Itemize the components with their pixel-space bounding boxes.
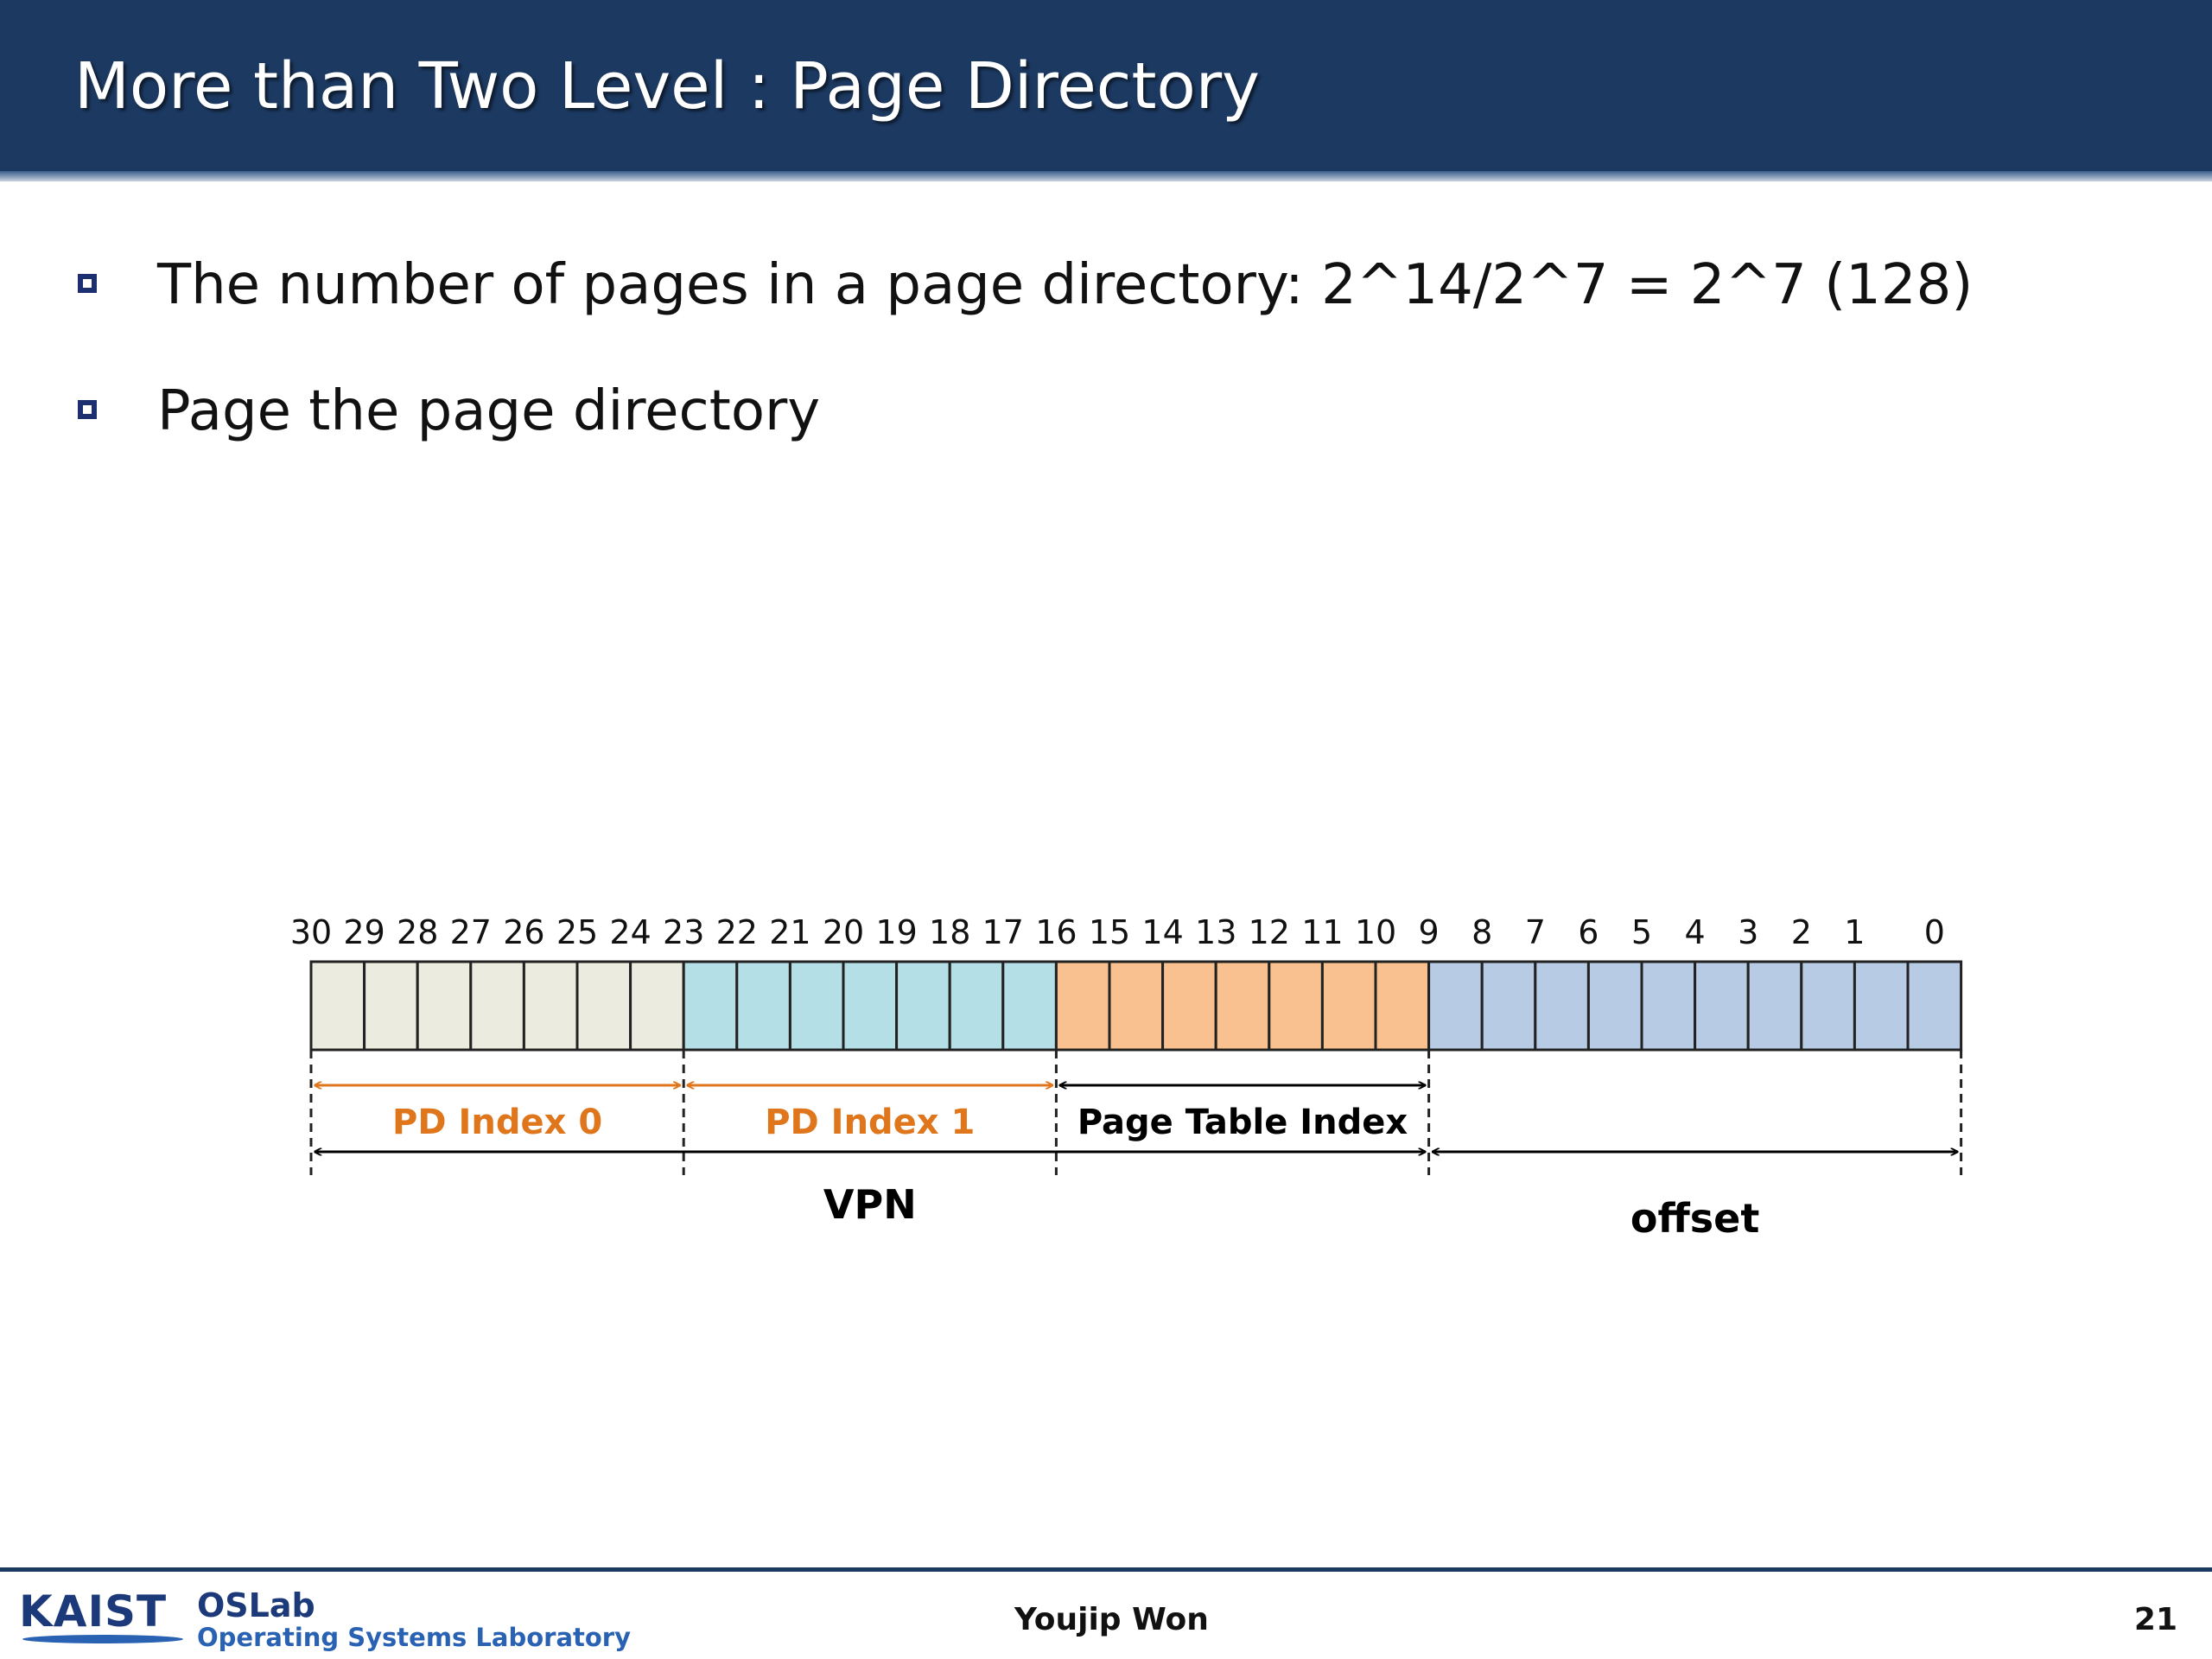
bit-cell [363,960,419,1052]
offset-label: offset [1630,1195,1759,1242]
bit-cell [1746,960,1803,1052]
bullet-text: The number of pages in a page directory:… [157,253,1974,317]
footer-divider [0,1567,2212,1572]
bit-number-label: 30 [290,913,332,951]
slide-title: More than Two Level : Page Directory [74,49,1260,124]
bit-number-label: 28 [397,913,438,951]
bit-cell [682,960,739,1052]
bit-number-label: 19 [875,913,917,951]
bit-cell [629,960,685,1052]
oslab-subtitle: Operating Systems Laboratory [197,1623,632,1652]
page-number: 21 [2133,1602,2177,1637]
bit-cell [1054,960,1111,1052]
bit-number-label: 23 [663,913,704,951]
bit-cell [1374,960,1431,1052]
bit-cell [1214,960,1271,1052]
bit-cell [1001,960,1058,1052]
bit-number-label: 1 [1844,913,1865,951]
square-bullet-icon [78,400,97,419]
bit-cell [788,960,845,1052]
author-name: Youjip Won [1014,1602,1209,1637]
bit-cell [1268,960,1324,1052]
bit-number-label: 14 [1141,913,1183,951]
bit-number-label: 0 [1924,913,1945,951]
bit-cell [842,960,899,1052]
bit-number-label: 20 [823,913,864,951]
bit-number-label: 10 [1355,913,1396,951]
bit-number-label: 3 [1738,913,1758,951]
bit-number-label: 9 [1419,913,1440,951]
bit-cell [1800,960,1856,1052]
bit-cell [1534,960,1590,1052]
oslab-logo: OSLab [197,1586,315,1624]
bit-number-label: 21 [769,913,810,951]
bit-cell [948,960,1005,1052]
bit-number-label: 17 [982,913,1024,951]
bullet-text: Page the page directory [157,379,821,443]
bit-cell [1108,960,1165,1052]
segment-label: PD Index 0 [392,1103,602,1142]
bit-cell [1640,960,1697,1052]
bit-cell [735,960,791,1052]
kaist-logo-swoosh [22,1635,183,1643]
bit-number-label: 5 [1631,913,1652,951]
bit-cell [1694,960,1750,1052]
bit-cell [1480,960,1537,1052]
bit-number-label: 15 [1089,913,1130,951]
bit-number-label: 4 [1685,913,1706,951]
bit-number-label: 11 [1301,913,1343,951]
bit-number-label: 26 [503,913,544,951]
bit-cell [309,960,366,1052]
bit-cell [1427,960,1484,1052]
bit-number-label: 27 [450,913,492,951]
bit-number-label: 13 [1195,913,1236,951]
kaist-logo: KAIST [19,1586,168,1637]
title-bar: More than Two Level : Page Directory [0,0,2212,171]
bit-cell [469,960,525,1052]
vpn-label: VPN [823,1181,917,1228]
title-bar-underline [0,171,2212,181]
square-bullet-icon [78,274,97,293]
bit-cell [1853,960,1910,1052]
bit-cell [575,960,632,1052]
bit-number-label: 25 [556,913,598,951]
bit-cell [1586,960,1643,1052]
bit-cell [1906,960,1963,1052]
bit-number-label: 12 [1249,913,1290,951]
bit-number-label: 29 [343,913,385,951]
bit-cell [1161,960,1217,1052]
bit-number-label: 8 [1471,913,1492,951]
segment-label: Page Table Index [1077,1103,1408,1142]
bit-number-label: 18 [929,913,970,951]
bit-number-label: 24 [609,913,651,951]
bit-cell [895,960,951,1052]
bit-cell [522,960,579,1052]
segment-label: PD Index 1 [765,1103,975,1142]
bit-cell [1320,960,1377,1052]
bit-number-label: 6 [1578,913,1599,951]
bit-number-label: 22 [716,913,758,951]
bit-cell [416,960,473,1052]
bit-number-label: 16 [1035,913,1077,951]
bit-number-label: 2 [1791,913,1812,951]
bit-number-label: 7 [1525,913,1546,951]
